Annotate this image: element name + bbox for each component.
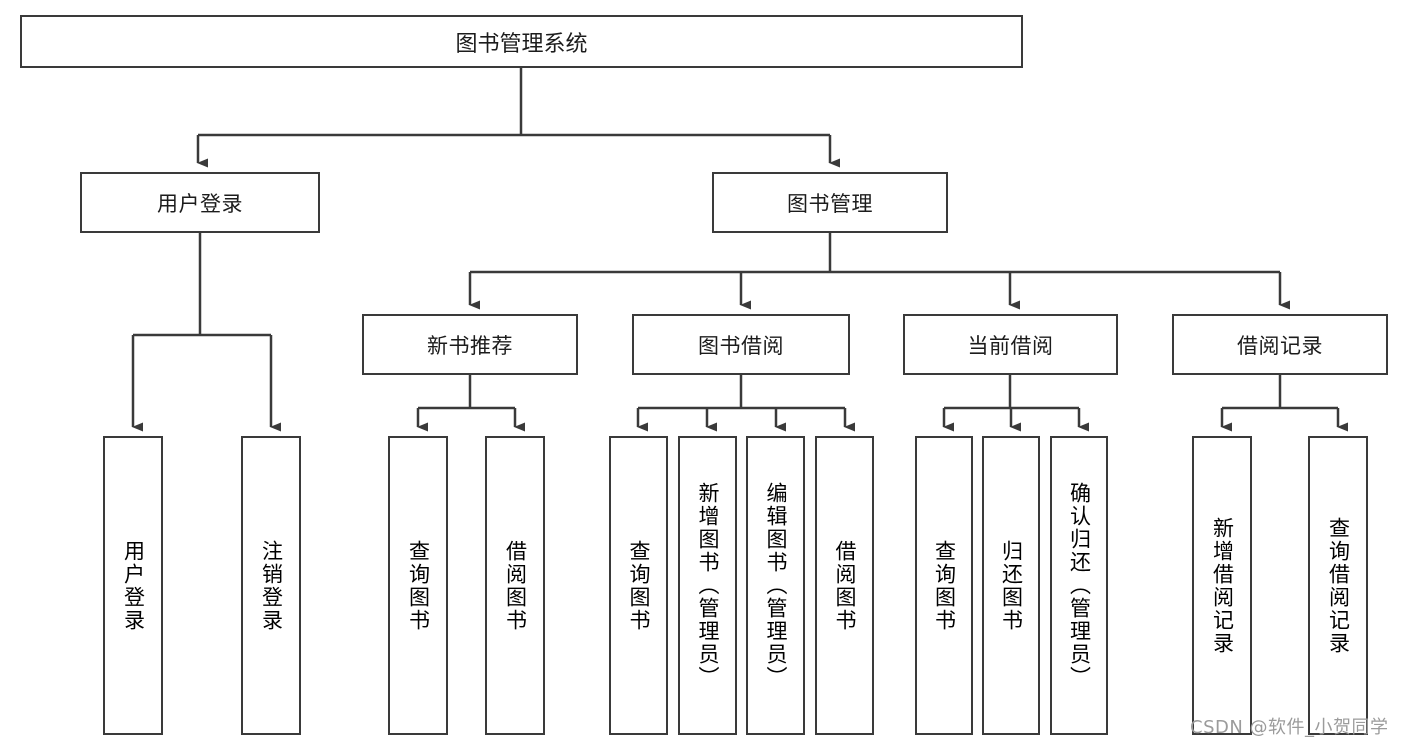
leaf-add-record[interactable]: 新增借阅记录 bbox=[1192, 436, 1252, 735]
leaf-borrow-book-1[interactable]: 借阅图书 bbox=[485, 436, 545, 735]
leaf-edit-book-label: 编辑图书（管理员） bbox=[764, 482, 788, 689]
leaf-add-record-label: 新增借阅记录 bbox=[1210, 516, 1235, 655]
node-root-label: 图书管理系统 bbox=[455, 31, 588, 57]
leaf-borrow-book-2[interactable]: 借阅图书 bbox=[815, 436, 874, 735]
leaf-user-login[interactable]: 用户登录 bbox=[103, 436, 163, 735]
node-user-login-label: 用户登录 bbox=[157, 191, 243, 216]
node-current-borrow-label: 当前借阅 bbox=[967, 333, 1054, 358]
node-book-borrow-label: 图书借阅 bbox=[698, 333, 784, 358]
leaf-borrow-book-1-label: 借阅图书 bbox=[503, 539, 528, 632]
leaf-logout-label: 注销登录 bbox=[259, 539, 284, 632]
leaf-borrow-book-2-label: 借阅图书 bbox=[833, 539, 857, 632]
leaf-logout[interactable]: 注销登录 bbox=[241, 436, 301, 735]
leaf-confirm-return[interactable]: 确认归还（管理员） bbox=[1050, 436, 1108, 735]
node-new-book-rec-label: 新书推荐 bbox=[427, 333, 513, 358]
leaf-query-book-2[interactable]: 查询图书 bbox=[609, 436, 668, 735]
leaf-add-book-label: 新增图书（管理员） bbox=[696, 482, 720, 689]
leaf-confirm-return-label: 确认归还（管理员） bbox=[1067, 482, 1092, 689]
node-new-book-rec[interactable]: 新书推荐 bbox=[362, 314, 578, 375]
node-current-borrow[interactable]: 当前借阅 bbox=[903, 314, 1118, 375]
leaf-query-book-2-label: 查询图书 bbox=[627, 539, 651, 632]
leaf-user-login-label: 用户登录 bbox=[121, 539, 146, 632]
node-book-manage[interactable]: 图书管理 bbox=[712, 172, 948, 233]
leaf-query-book-1[interactable]: 查询图书 bbox=[388, 436, 448, 735]
leaf-add-book[interactable]: 新增图书（管理员） bbox=[678, 436, 737, 735]
leaf-return-book[interactable]: 归还图书 bbox=[982, 436, 1040, 735]
node-borrow-record-label: 借阅记录 bbox=[1237, 333, 1323, 358]
leaf-query-book-1-label: 查询图书 bbox=[406, 539, 431, 632]
leaf-query-book-3-label: 查询图书 bbox=[932, 539, 957, 632]
node-user-login[interactable]: 用户登录 bbox=[80, 172, 320, 233]
node-borrow-record[interactable]: 借阅记录 bbox=[1172, 314, 1388, 375]
node-book-borrow[interactable]: 图书借阅 bbox=[632, 314, 850, 375]
leaf-query-record-label: 查询借阅记录 bbox=[1326, 516, 1351, 655]
csdn-watermark: CSDN @软件_小贺同学 bbox=[1190, 717, 1389, 738]
leaf-edit-book[interactable]: 编辑图书（管理员） bbox=[746, 436, 805, 735]
leaf-query-book-3[interactable]: 查询图书 bbox=[915, 436, 973, 735]
node-root[interactable]: 图书管理系统 bbox=[20, 15, 1023, 68]
node-book-manage-label: 图书管理 bbox=[787, 191, 873, 216]
leaf-query-record[interactable]: 查询借阅记录 bbox=[1308, 436, 1368, 735]
leaf-return-book-label: 归还图书 bbox=[999, 539, 1024, 632]
